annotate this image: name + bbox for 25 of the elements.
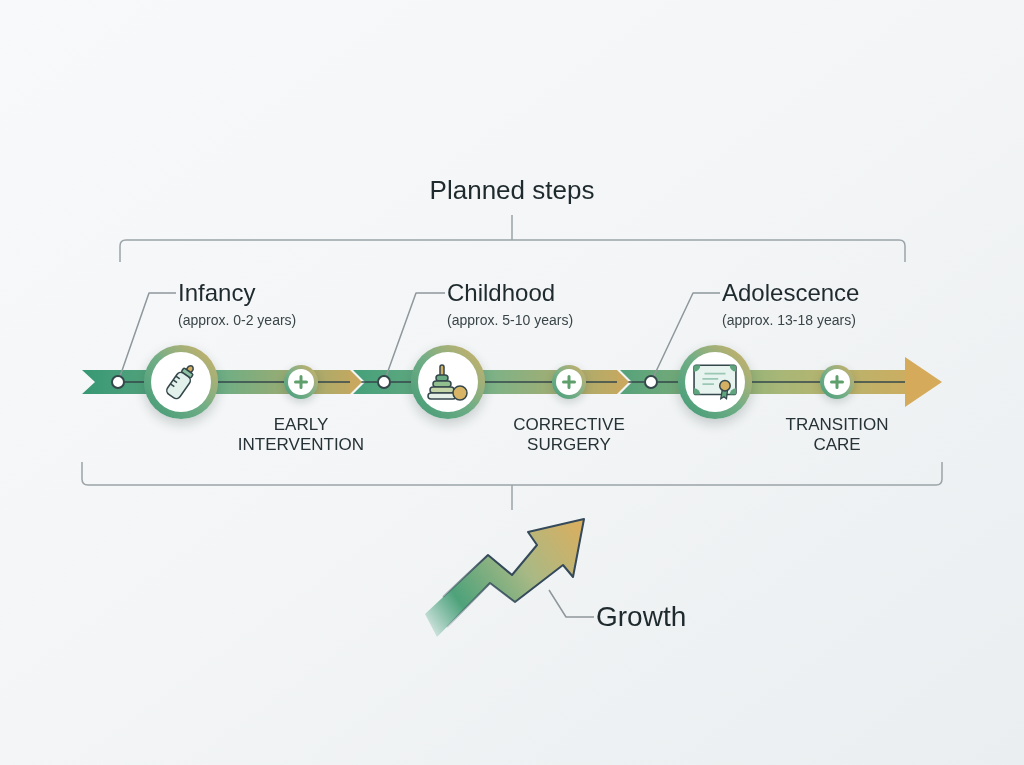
step-label: CORRECTIVE SURGERY [513, 415, 625, 455]
step-label: EARLY INTERVENTION [237, 415, 365, 455]
connector-line [751, 381, 821, 383]
stage-title: Childhood [447, 279, 556, 307]
leader-line [119, 292, 177, 377]
leader-line [385, 292, 446, 377]
growth-arrow [424, 517, 586, 638]
connector-line [124, 381, 145, 383]
growth-label: Growth [596, 601, 687, 633]
stage-title: Adolescence [722, 279, 860, 307]
connector-line [657, 381, 679, 383]
age-range: (approx. 13-18 years) [722, 311, 856, 330]
arrow [317, 370, 378, 394]
connector-line [217, 381, 285, 383]
leader-line [548, 589, 595, 618]
arrow [585, 370, 645, 394]
connector-line [390, 381, 412, 383]
connector-line [484, 381, 553, 383]
title: Planned steps [429, 175, 595, 205]
age-range: (approx. 0-2 years) [178, 311, 297, 330]
leader-line [653, 292, 721, 377]
stage-title: Infancy [178, 279, 256, 307]
step-label: TRANSITION CARE [785, 415, 889, 455]
arrow [853, 357, 942, 407]
age-range: (approx. 5-10 years) [447, 311, 574, 330]
